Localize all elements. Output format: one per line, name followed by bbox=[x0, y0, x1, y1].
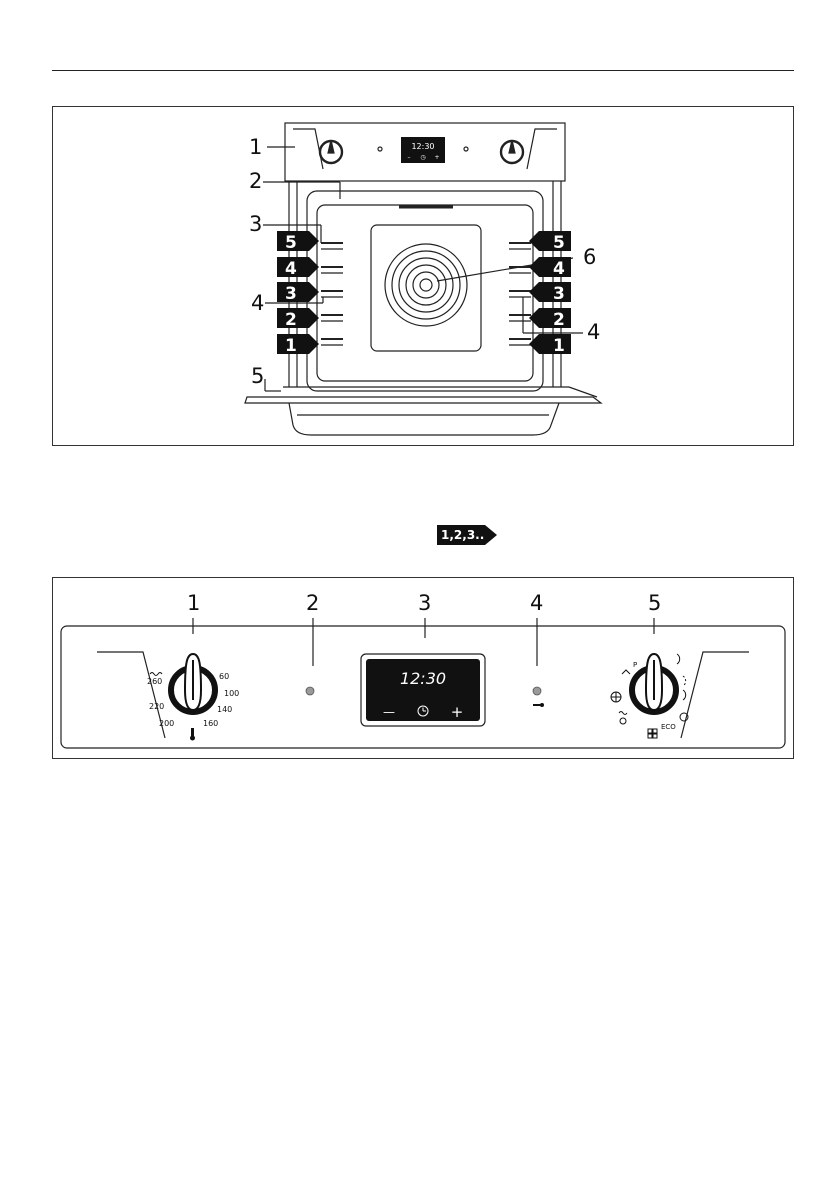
callout-1: 1 bbox=[249, 137, 262, 158]
mini-display-time: 12:30 bbox=[411, 142, 434, 151]
callout-2: 2 bbox=[306, 593, 319, 614]
shelf-level-arrow-left-4 bbox=[277, 257, 319, 277]
callout-3: 3 bbox=[249, 214, 262, 235]
temp-scale-160: 160 bbox=[203, 719, 218, 728]
oven-overview-drawing: 12:30 – ◷ + 5 4 3 2 1 5 4 3 2 bbox=[53, 107, 793, 445]
shelf-level-right-4: 4 bbox=[553, 259, 565, 279]
callout-3: 3 bbox=[418, 593, 431, 614]
header-rule bbox=[52, 70, 794, 71]
step-sequence-badge-label: 1,2,3.. bbox=[441, 529, 484, 541]
callout-5: 5 bbox=[251, 366, 264, 387]
display-time: 12:30 bbox=[400, 669, 446, 688]
callout-4: 4 bbox=[251, 293, 264, 314]
svg-text:+: + bbox=[434, 154, 439, 161]
control-panel-figure: 60 100 140 160 200 220 260 12:30 — bbox=[52, 577, 794, 759]
shelf-level-left-5: 5 bbox=[285, 233, 297, 253]
shelf-level-right-2: 2 bbox=[553, 310, 565, 330]
power-indicator-light bbox=[306, 687, 314, 695]
thermometer-icon bbox=[190, 728, 195, 741]
temp-scale-260: 260 bbox=[147, 677, 162, 686]
function-knob[interactable] bbox=[632, 654, 676, 712]
key-icon bbox=[533, 703, 544, 707]
oven-overview-figure: 12:30 – ◷ + 5 4 3 2 1 5 4 3 2 bbox=[52, 106, 794, 446]
top-bottom-heat-icon bbox=[683, 676, 686, 686]
fan-grill-icon bbox=[619, 712, 627, 715]
temp-scale-60: 60 bbox=[219, 672, 229, 681]
shelf-level-left-4: 4 bbox=[285, 259, 297, 279]
shelf-level-arrow-left-3 bbox=[277, 282, 319, 302]
shelf-level-right-1: 1 bbox=[553, 336, 565, 356]
shelf-level-arrow-left-2 bbox=[277, 308, 319, 328]
shelf-level-arrow-left-1 bbox=[277, 334, 319, 354]
svg-text:◷: ◷ bbox=[420, 154, 425, 161]
shelf-level-right-5: 5 bbox=[553, 233, 565, 253]
svg-text:–: – bbox=[408, 154, 411, 161]
temperature-indicator-light bbox=[533, 687, 541, 695]
shelf-level-arrow-left-5 bbox=[277, 231, 319, 251]
grid-icon-1 bbox=[648, 729, 652, 733]
temp-scale-100: 100 bbox=[224, 689, 239, 698]
callout-2: 2 bbox=[249, 171, 262, 192]
display-plus-button: + bbox=[451, 703, 464, 721]
callout-4: 4 bbox=[530, 593, 543, 614]
temp-scale-200: 200 bbox=[159, 719, 174, 728]
callout-4-right: 4 bbox=[587, 322, 600, 343]
function-label-p: P bbox=[633, 661, 637, 669]
temp-scale-220: 220 bbox=[149, 702, 164, 711]
display-minus-button: — bbox=[383, 705, 395, 719]
shelf-level-right-3: 3 bbox=[553, 284, 565, 304]
temp-scale-140: 140 bbox=[217, 705, 232, 714]
callout-6: 6 bbox=[583, 247, 596, 268]
shelf-level-left-3: 3 bbox=[285, 284, 297, 304]
defrost-icon bbox=[622, 670, 630, 674]
shelf-level-left-2: 2 bbox=[285, 310, 297, 330]
callout-1: 1 bbox=[187, 593, 200, 614]
shelf-level-left-1: 1 bbox=[285, 336, 297, 356]
bottom-heat-icon bbox=[683, 690, 686, 700]
temperature-knob[interactable] bbox=[171, 654, 215, 712]
callout-5: 5 bbox=[648, 593, 661, 614]
grill-icon bbox=[150, 673, 162, 676]
function-label-eco: ECO bbox=[661, 723, 676, 731]
top-heat-icon bbox=[677, 654, 680, 664]
oven-door bbox=[245, 397, 601, 403]
